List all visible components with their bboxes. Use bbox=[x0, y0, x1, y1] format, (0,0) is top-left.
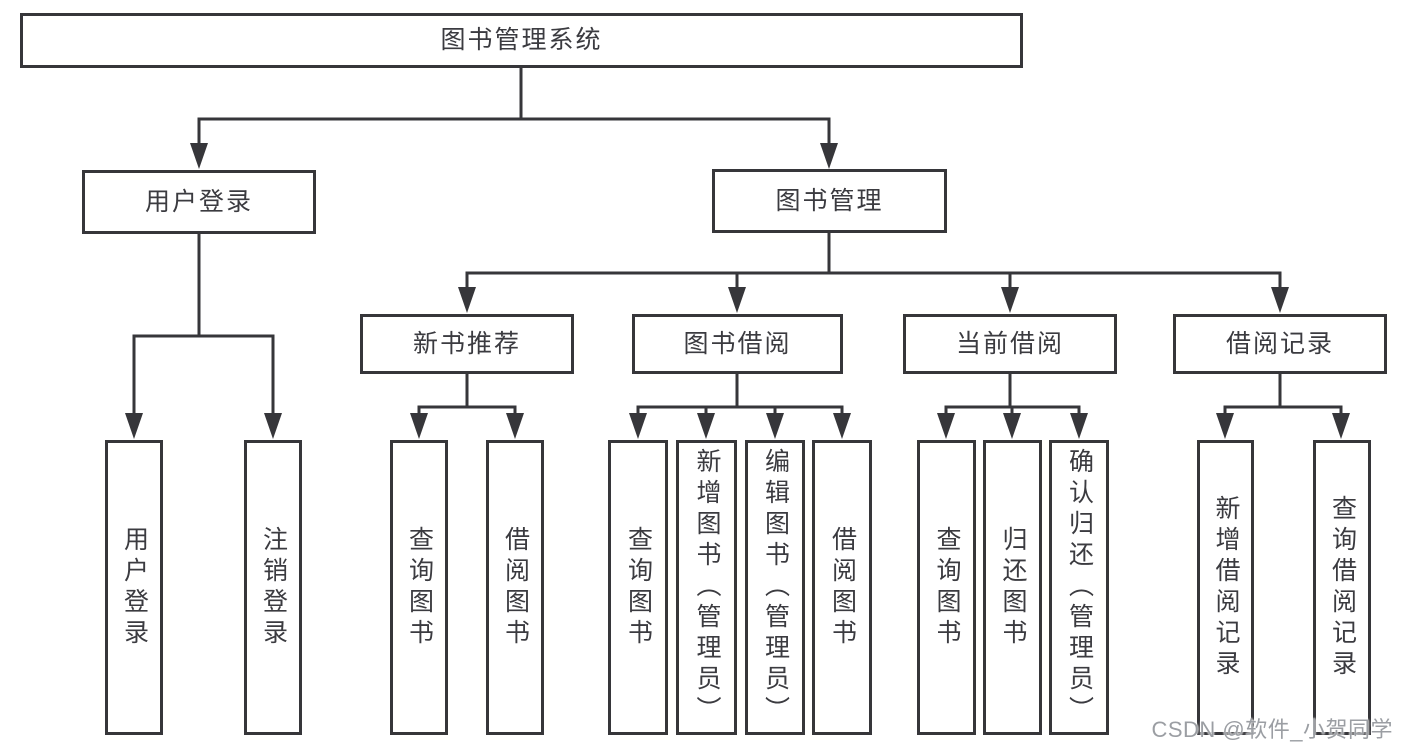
leaf-query-books-current-label: 查询图书 bbox=[933, 525, 961, 650]
leaf-query-borrow-record-label: 查询借阅记录 bbox=[1328, 494, 1357, 681]
leaf-add-books-admin: 新增图书（管理员） bbox=[676, 440, 737, 735]
connector-borrow-record-to-leaves bbox=[1216, 374, 1350, 439]
arrow-down-icon bbox=[937, 413, 955, 439]
node-library-system-label: 图书管理系统 bbox=[440, 26, 603, 54]
arrow-down-icon bbox=[1001, 287, 1019, 313]
node-book-management-label: 图书管理 bbox=[775, 186, 884, 215]
leaf-edit-books-admin-label: 编辑图书（管理员） bbox=[761, 448, 790, 727]
node-library-system: 图书管理系统 bbox=[20, 13, 1023, 68]
arrow-down-icon bbox=[1216, 413, 1234, 439]
node-user-login: 用户登录 bbox=[82, 170, 316, 234]
leaf-borrow-books-recommend-label: 借阅图书 bbox=[501, 525, 530, 650]
leaf-logout-label: 注销登录 bbox=[259, 525, 288, 650]
leaf-query-borrow-record: 查询借阅记录 bbox=[1313, 440, 1371, 735]
node-borrowing-records: 借阅记录 bbox=[1173, 314, 1387, 374]
arrow-down-icon bbox=[1332, 413, 1350, 439]
connector-user-login-to-leaves bbox=[125, 234, 282, 439]
arrow-down-icon bbox=[264, 413, 282, 439]
arrow-down-icon bbox=[410, 413, 428, 439]
leaf-borrow-books-borrowing-label: 借阅图书 bbox=[828, 525, 857, 650]
watermark: CSDN @软件_小贺同学 bbox=[1151, 717, 1393, 742]
leaf-confirm-return-admin: 确认归还（管理员） bbox=[1049, 440, 1109, 735]
leaf-logout: 注销登录 bbox=[244, 440, 302, 735]
node-book-borrowing: 图书借阅 bbox=[632, 314, 843, 374]
arrow-down-icon bbox=[728, 287, 746, 313]
node-new-book-recommend: 新书推荐 bbox=[360, 314, 574, 374]
connector-root-to-level2 bbox=[190, 68, 838, 169]
node-current-borrowing-label: 当前借阅 bbox=[955, 329, 1064, 358]
arrow-down-icon bbox=[833, 413, 851, 439]
arrow-down-icon bbox=[1271, 287, 1289, 313]
connector-book-mgmt-to-level3 bbox=[458, 233, 1289, 313]
node-new-book-recommend-label: 新书推荐 bbox=[412, 329, 521, 358]
node-book-management: 图书管理 bbox=[712, 169, 947, 233]
arrow-down-icon bbox=[506, 413, 524, 439]
leaf-add-books-admin-label: 新增图书（管理员） bbox=[693, 448, 721, 727]
leaf-return-books-label: 归还图书 bbox=[999, 525, 1027, 650]
leaf-query-books-recommend-label: 查询图书 bbox=[405, 525, 434, 650]
leaf-user-login-label: 用户登录 bbox=[120, 525, 149, 650]
leaf-query-books-recommend: 查询图书 bbox=[390, 440, 448, 735]
arrow-down-icon bbox=[820, 143, 838, 169]
connector-current-borrow-to-leaves bbox=[937, 374, 1088, 439]
leaf-borrow-books-recommend: 借阅图书 bbox=[486, 440, 544, 735]
leaf-query-books-borrowing-label: 查询图书 bbox=[624, 525, 653, 650]
leaf-add-borrow-record: 新增借阅记录 bbox=[1197, 440, 1254, 735]
connector-new-book-rec-to-leaves bbox=[410, 374, 524, 439]
arrow-down-icon bbox=[1070, 413, 1088, 439]
leaf-return-books: 归还图书 bbox=[983, 440, 1042, 735]
leaf-query-books-borrowing: 查询图书 bbox=[608, 440, 668, 735]
arrow-down-icon bbox=[766, 413, 784, 439]
leaf-edit-books-admin: 编辑图书（管理员） bbox=[745, 440, 805, 735]
node-current-borrowing: 当前借阅 bbox=[903, 314, 1117, 374]
arrow-down-icon bbox=[190, 143, 208, 169]
leaf-confirm-return-admin-label: 确认归还（管理员） bbox=[1065, 448, 1094, 727]
arrow-down-icon bbox=[697, 413, 715, 439]
leaf-user-login: 用户登录 bbox=[105, 440, 163, 735]
leaf-query-books-current: 查询图书 bbox=[917, 440, 976, 735]
node-borrowing-records-label: 借阅记录 bbox=[1225, 329, 1334, 358]
arrow-down-icon bbox=[1003, 413, 1021, 439]
arrow-down-icon bbox=[458, 287, 476, 313]
leaf-borrow-books-borrowing: 借阅图书 bbox=[812, 440, 872, 735]
connector-book-borrow-to-leaves bbox=[629, 374, 851, 439]
node-user-login-label: 用户登录 bbox=[144, 187, 253, 216]
node-book-borrowing-label: 图书借阅 bbox=[683, 329, 792, 358]
leaf-add-borrow-record-label: 新增借阅记录 bbox=[1212, 494, 1240, 681]
arrow-down-icon bbox=[125, 413, 143, 439]
arrow-down-icon bbox=[629, 413, 647, 439]
